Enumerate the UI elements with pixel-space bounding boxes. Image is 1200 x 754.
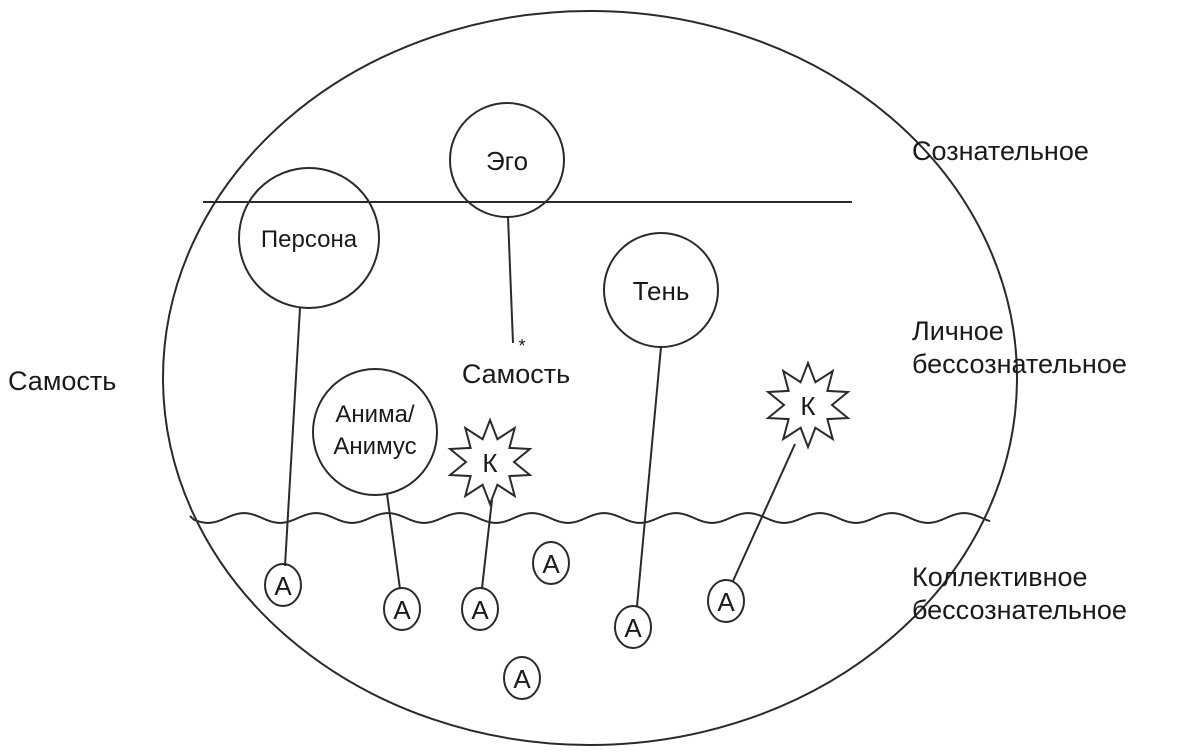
complex-right-label: К: [800, 391, 815, 421]
anima-label-line1: Анима/: [335, 401, 415, 428]
archetype-circle: [461, 587, 499, 631]
shadow-label: Тень: [633, 276, 690, 306]
complex-right-connector: [732, 443, 796, 582]
collective-unconscious-label-line1: Коллективное: [912, 562, 1088, 592]
complex-star: [447, 417, 533, 507]
archetype-label: А: [393, 595, 411, 625]
archetype-circle: [614, 605, 652, 649]
archetype-circle: [707, 579, 745, 623]
archetype-label: А: [624, 613, 642, 643]
anima-label-line2: Анимус: [333, 433, 416, 460]
ego-self-connector: [507, 216, 514, 344]
personal-unconscious-label-line2: бессознательное: [912, 349, 1127, 379]
collective-unconscious-label-line2: бессознательное: [912, 595, 1127, 625]
complex-connector: [481, 499, 493, 589]
archetype-label: А: [717, 587, 735, 617]
complex-star-right: [765, 360, 851, 450]
self-side-label: Самость: [8, 366, 117, 396]
self-asterisk: *: [518, 336, 525, 356]
complex-label: К: [482, 448, 497, 478]
archetype-circle: [532, 541, 570, 585]
psyche-outer-circle: [162, 10, 1018, 746]
conscious-label: Сознательное: [912, 136, 1089, 166]
shadow-connector: [636, 346, 662, 607]
anima-connector: [386, 493, 401, 590]
personal-unconscious-label-line1: Личное: [912, 316, 1004, 346]
persona-circle: [238, 167, 380, 309]
archetype-label: А: [542, 549, 560, 579]
archetype-circle: [264, 563, 302, 607]
ego-label: Эго: [486, 146, 528, 176]
collective-unconscious-boundary-wave: [189, 512, 991, 524]
ego-circle: [449, 102, 565, 218]
persona-label: Персона: [261, 226, 358, 253]
shadow-circle: [603, 232, 719, 348]
archetype-label: А: [513, 664, 531, 694]
anima-circle: [312, 368, 438, 496]
self-center-label: Самость: [462, 359, 570, 389]
archetype-label: А: [471, 595, 489, 625]
archetype-circle: [503, 656, 541, 700]
archetype-circle: [383, 587, 421, 631]
archetype-label: А: [274, 571, 292, 601]
persona-connector: [284, 307, 301, 567]
